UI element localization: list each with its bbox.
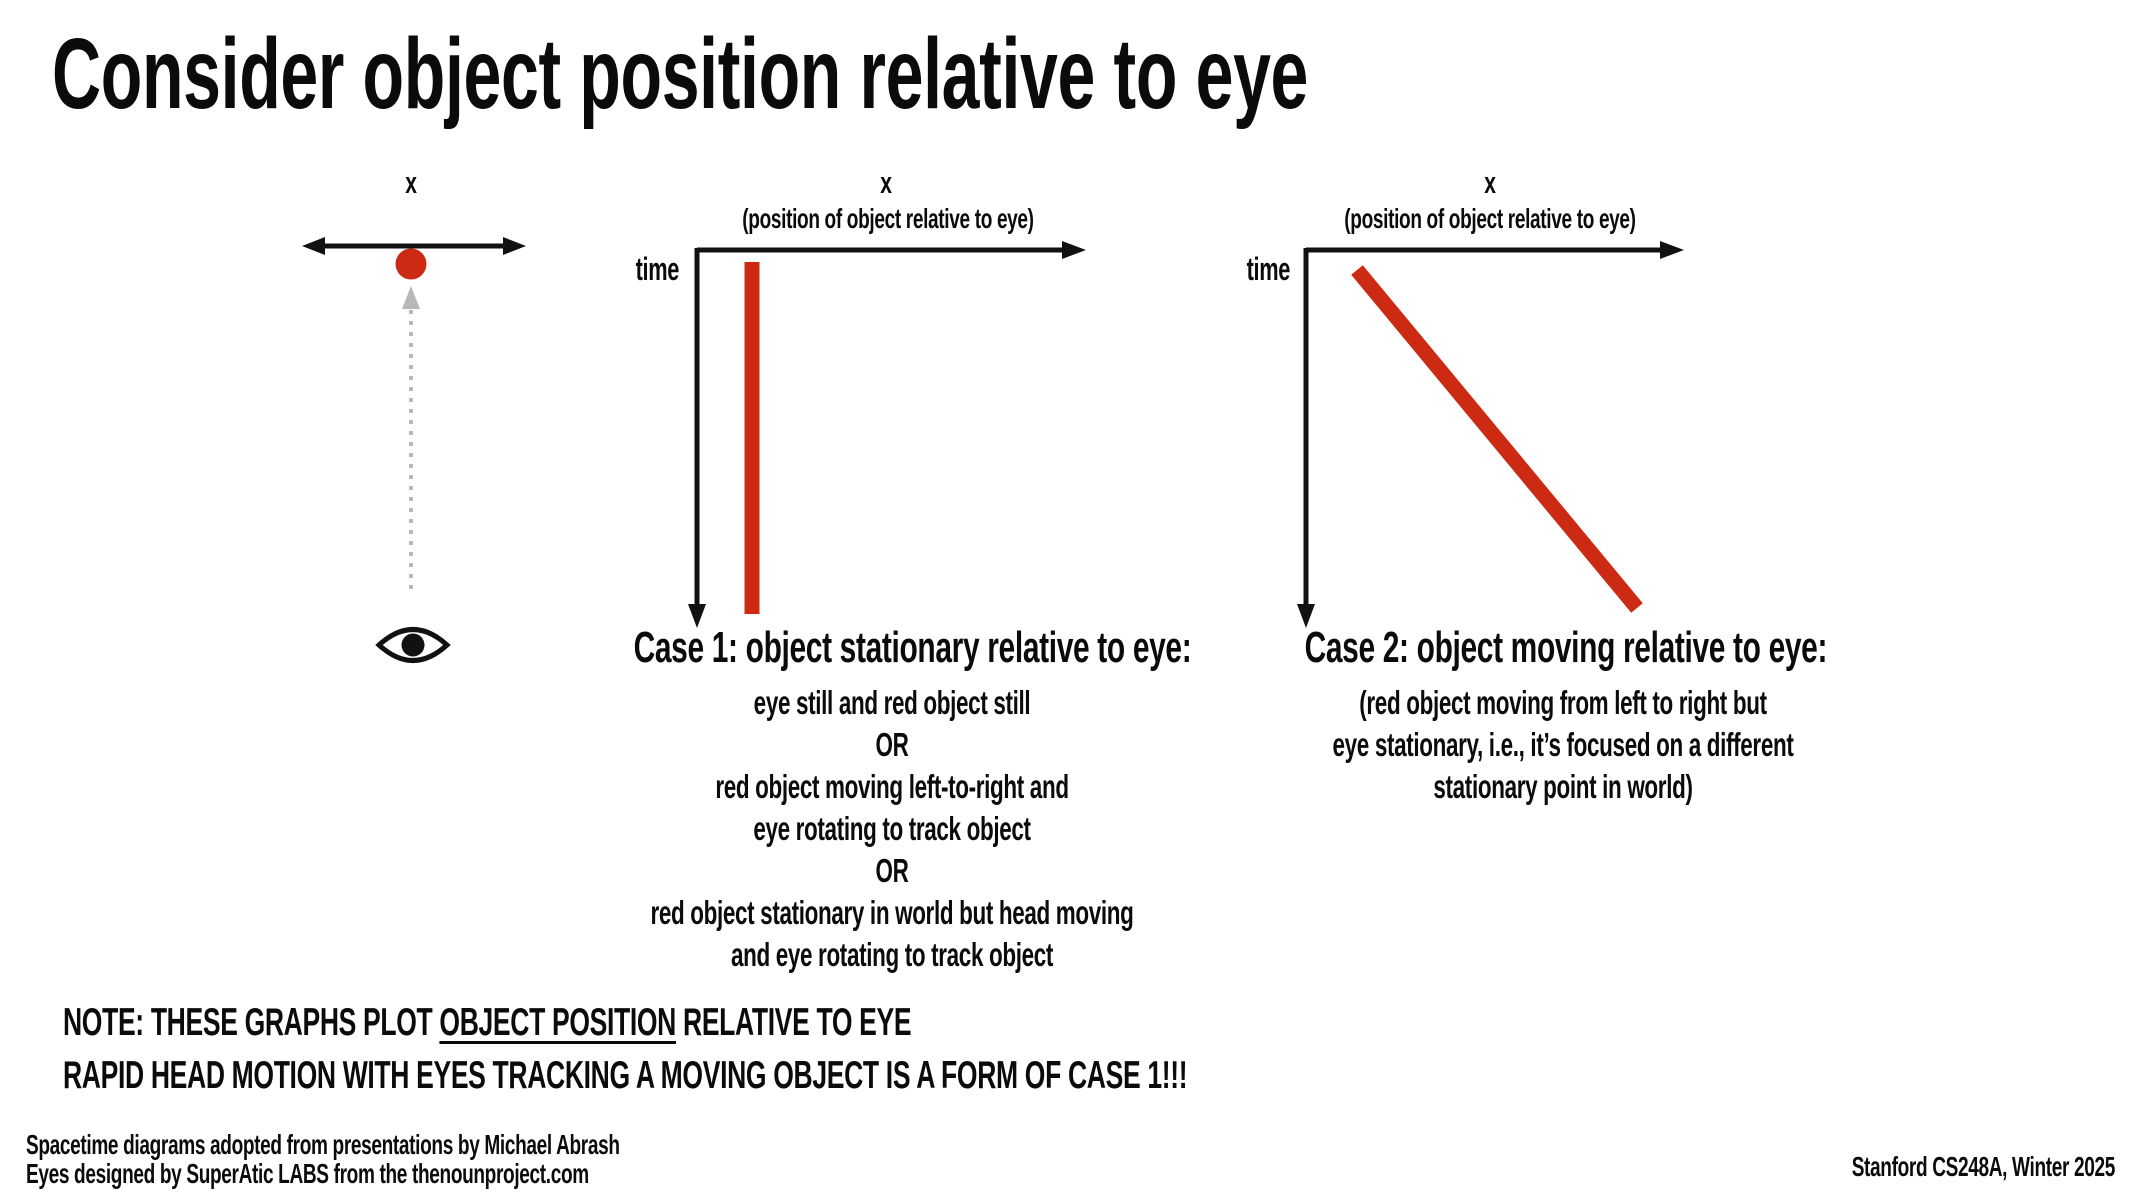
case2-line: stationary point in world): [1433, 768, 1693, 805]
note-line1-suffix: RELATIVE TO EYE: [675, 1001, 912, 1044]
case1-x-axis-label: x: [880, 165, 892, 200]
credit-line-2: Eyes designed by SuperAtic LABS from the…: [26, 1158, 589, 1189]
course-footer: Stanford CS248A, Winter 2025: [1515, 1151, 2116, 1182]
note-line-2: RAPID HEAD MOTION WITH EYES TRACKING A M…: [63, 1054, 1188, 1097]
case2-text-block: Case 2: object moving relative to eye: (…: [1304, 623, 1828, 808]
course-footer-text: Stanford CS248A, Winter 2025: [1851, 1151, 2116, 1182]
gaze-dotted-arrow-icon: [402, 286, 420, 592]
case1-heading: Case 1: object stationary relative to ey…: [633, 623, 1192, 672]
slide-title: Consider object position relative to eye: [52, 18, 1899, 130]
case2-red-line-diagonal: [1351, 265, 1643, 613]
left-x-axis-label: x: [405, 165, 417, 200]
case2-axes: [1297, 241, 1684, 628]
case2-line: eye stationary, i.e., it’s focused on a …: [1332, 726, 1794, 763]
credits-block: Spacetime diagrams adopted from presenta…: [26, 1130, 620, 1188]
note-block: NOTE: THESE GRAPHS PLOT OBJECT POSITION …: [63, 996, 1188, 1102]
case1-axes: [688, 241, 1086, 628]
case1-line: red object moving left-to-right and: [715, 768, 1069, 805]
case1-line: OR: [875, 726, 909, 763]
case2-time-axis-label: time: [1246, 251, 1291, 287]
case2-x-axis-label: x: [1484, 165, 1496, 200]
slide-title-text: Consider object position relative to eye: [52, 18, 1309, 130]
case1-line: OR: [875, 852, 909, 889]
red-object-dot: [395, 248, 427, 280]
case2-heading: Case 2: object moving relative to eye:: [1304, 623, 1828, 672]
case1-x-axis-sublabel: (position of object relative to eye): [742, 203, 1034, 234]
note-line1-prefix: NOTE: THESE GRAPHS PLOT: [63, 1001, 440, 1044]
eye-icon: [375, 627, 451, 663]
x-axis-double-arrow-icon: [302, 237, 526, 255]
case1-line: and eye rotating to track object: [730, 936, 1054, 973]
note-line-1: NOTE: THESE GRAPHS PLOT OBJECT POSITION …: [63, 996, 1187, 1049]
case1-time-axis-label: time: [635, 251, 680, 287]
case1-text-block: Case 1: object stationary relative to ey…: [633, 623, 1192, 976]
case2-x-axis-sublabel: (position of object relative to eye): [1344, 203, 1636, 234]
case1-line: eye still and red object still: [753, 684, 1031, 721]
case2-line: (red object moving from left to right bu…: [1359, 684, 1767, 721]
credit-line-1: Spacetime diagrams adopted from presenta…: [26, 1129, 620, 1160]
note-line1-underlined: OBJECT POSITION: [439, 1001, 676, 1044]
case1-line: red object stationary in world but head …: [650, 894, 1134, 931]
case1-line: eye rotating to track object: [753, 810, 1031, 847]
